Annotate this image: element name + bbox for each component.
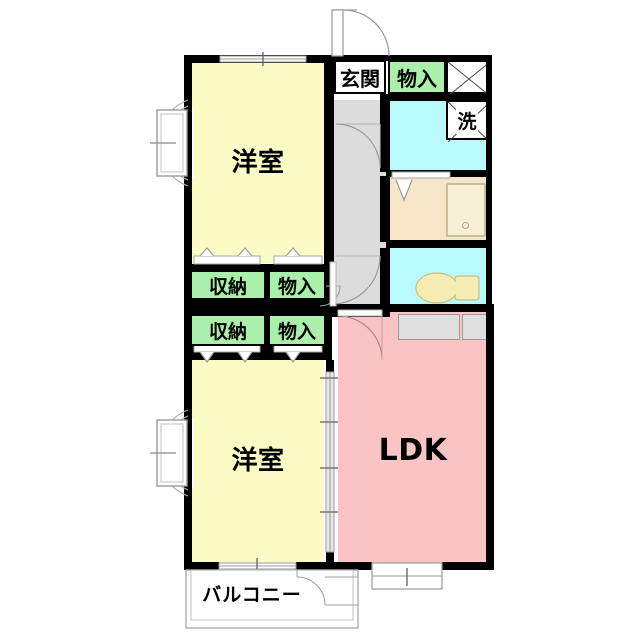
wall-bedroom-corridor-north [324, 55, 334, 265]
wall-washroom-bath [386, 170, 492, 177]
wall-service-right [486, 55, 492, 310]
ldk-window-south [371, 562, 443, 590]
wall-north-bay-edge [184, 108, 192, 178]
wall-corridor-right-a [380, 94, 390, 172]
room-label-ldk: LDK [378, 432, 448, 468]
wall-corridor-bottom [324, 304, 386, 312]
label-storage-upper: 物入 [268, 270, 326, 300]
wall-partition-stub-bottom [326, 552, 334, 570]
wall-ldk-right [486, 310, 494, 570]
kitchen-range [462, 314, 488, 340]
wall-ldk-top-left [332, 310, 390, 317]
entrance-door [331, 9, 390, 57]
wall-ldk-bottom-b [442, 562, 494, 570]
label-storage-lower: 物入 [268, 314, 326, 346]
wall-south-bottom-right [296, 562, 332, 570]
wall-north-top [184, 55, 332, 63]
wall-south-bottom-left [184, 562, 219, 570]
toilet-fill [390, 248, 488, 308]
label-entrance: 玄関 [334, 60, 386, 94]
wall-north-left-a [184, 55, 192, 108]
wall-closet-bottom [184, 344, 332, 360]
wall-corridor-right-c [380, 248, 390, 310]
shoebox-cross-icon [448, 62, 490, 96]
label-storage-entry: 物入 [388, 60, 446, 94]
bathtub-drain-icon [462, 222, 469, 229]
washer-space: 洗 [446, 100, 490, 142]
kitchen-counter [398, 314, 460, 340]
washer-label: 洗 [456, 106, 478, 134]
wall-north-left-b [184, 178, 192, 306]
label-closet-lower: 収納 [190, 314, 266, 346]
wall-entry-row-bottom [386, 94, 492, 101]
wall-bath-toilet [386, 240, 492, 248]
room-fill-bedroom-north [192, 63, 324, 263]
room-label-bedroom-north: 洋室 [231, 147, 285, 178]
wall-corridor-right-b [380, 176, 390, 242]
wall-partition-stub-top [326, 360, 334, 372]
wall-closet-divider [264, 264, 272, 360]
wall-closet-left [184, 264, 192, 360]
label-closet-upper: 収納 [190, 270, 266, 300]
room-label-bedroom-south: 洋室 [231, 445, 285, 476]
wall-ldk-bottom-a [332, 562, 372, 570]
wall-service-top [332, 55, 492, 61]
wall-south-left-a [184, 360, 192, 418]
wall-closet-top [184, 264, 332, 271]
wall-ldk-top-right [386, 304, 494, 312]
wall-closet-mid [184, 298, 332, 316]
wall-south-left-b [184, 488, 192, 570]
corridor-fill [334, 100, 386, 315]
bathtub [446, 183, 486, 237]
shoe-box [446, 60, 490, 96]
wall-south-bay-edge [184, 418, 192, 488]
room-fill-bedroom-south [192, 360, 324, 565]
wall-closet-right [324, 264, 332, 360]
room-label-balcony: バルコニー [202, 583, 302, 606]
